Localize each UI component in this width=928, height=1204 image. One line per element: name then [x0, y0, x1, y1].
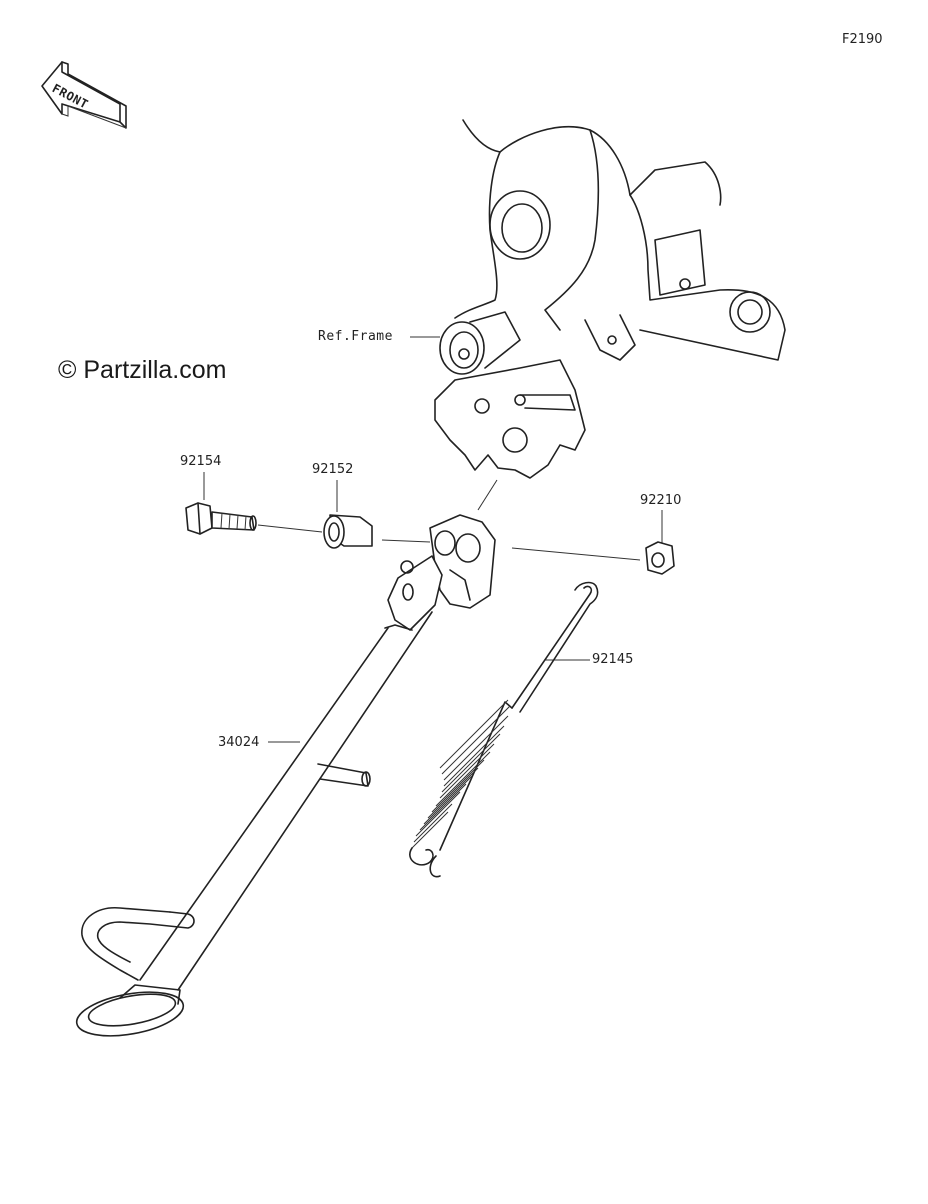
collar-92152: [323, 514, 373, 549]
side-stand-34024: [75, 514, 496, 1037]
leader-lines: [203, 336, 663, 743]
spring-92145: [409, 581, 599, 878]
label-bolt-92154: 92154: [180, 454, 222, 469]
front-arrow-icon: [41, 61, 127, 129]
label-collar-92152: 92152: [312, 462, 354, 477]
nut-92210: [645, 541, 675, 575]
label-nut-92210: 92210: [640, 493, 682, 508]
figure-code: F2190: [842, 32, 883, 47]
label-side-stand-34024: 34024: [218, 735, 260, 750]
watermark-text: © Partzilla.com: [58, 356, 227, 384]
label-spring-92145: 92145: [592, 652, 634, 667]
bolt-92154: [185, 502, 257, 535]
label-ref-frame: Ref.Frame: [318, 329, 393, 344]
frame-bracket: [434, 119, 786, 479]
